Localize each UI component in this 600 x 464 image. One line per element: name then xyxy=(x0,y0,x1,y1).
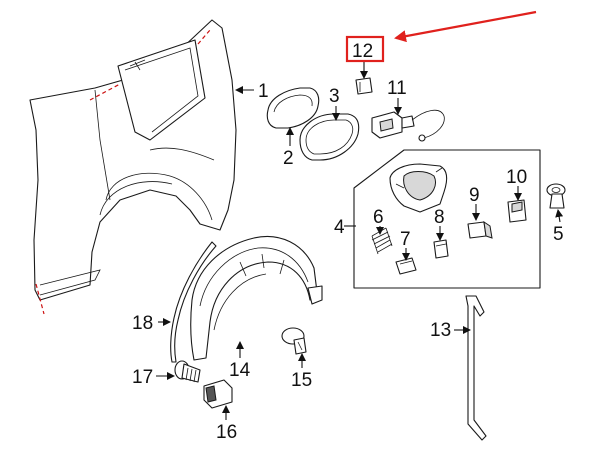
fuel-housing-illustration xyxy=(299,113,360,161)
callout-11: 11 xyxy=(387,78,407,99)
bumper-illustration xyxy=(467,220,493,239)
callout-1: 1 xyxy=(258,81,269,102)
callout-7: 7 xyxy=(400,229,411,250)
callout-10: 10 xyxy=(506,167,527,188)
callout-17: 17 xyxy=(132,367,153,388)
leader-lines xyxy=(156,62,564,420)
push-pin-illustration xyxy=(281,327,307,355)
actuator-illustration xyxy=(371,109,445,142)
nut-clip-illustration xyxy=(203,379,233,409)
callout-16: 16 xyxy=(216,422,237,443)
callout-5: 5 xyxy=(553,224,564,245)
wheelhouse-liner-illustration xyxy=(190,236,323,361)
highlight-box xyxy=(345,35,385,63)
grommet-illustration xyxy=(546,183,566,209)
clip-illustration xyxy=(355,77,373,95)
callout-13: 13 xyxy=(430,320,451,341)
callout-4: 4 xyxy=(334,217,345,238)
callout-15: 15 xyxy=(291,370,312,391)
leader-5 xyxy=(555,209,564,223)
bracket-illustration xyxy=(433,239,449,259)
callout-3: 3 xyxy=(329,86,340,107)
callout-18: 18 xyxy=(132,313,153,334)
callout-2: 2 xyxy=(283,148,294,169)
callout-12: 12 xyxy=(352,41,373,62)
weatherstrip-illustration xyxy=(465,295,487,441)
screw-illustration xyxy=(174,360,201,383)
block-illustration xyxy=(507,199,527,223)
callout-labels: 1 2 3 4 5 6 7 8 9 10 11 12 13 14 15 16 1… xyxy=(132,41,564,443)
quarter-panel-illustration xyxy=(29,19,237,315)
highlight-arrow xyxy=(394,10,537,43)
highlight-annotation xyxy=(345,10,537,63)
callout-8: 8 xyxy=(434,207,445,228)
fuel-pocket-illustration xyxy=(389,163,448,213)
callout-14: 14 xyxy=(229,360,251,381)
molding-strip-illustration xyxy=(170,241,217,363)
callout-6: 6 xyxy=(373,207,384,228)
callout-9: 9 xyxy=(469,185,480,206)
fuel-door-illustration xyxy=(266,87,320,129)
